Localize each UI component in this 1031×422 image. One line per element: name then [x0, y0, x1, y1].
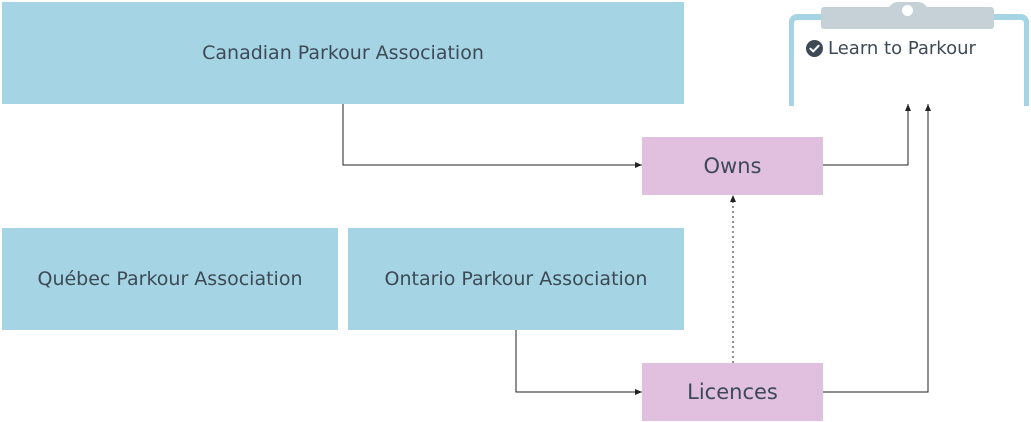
- edge-owns-to-product: [823, 104, 911, 166]
- edge-licences-to-product: [823, 104, 931, 393]
- node-canadian-parkour-association: Canadian Parkour Association: [2, 2, 684, 104]
- node-ontario-parkour-association: Ontario Parkour Association: [348, 228, 684, 330]
- clipboard-product-card: [789, 14, 1029, 106]
- node-licences: Licences: [642, 363, 823, 421]
- edge-canadian-to-owns: [342, 104, 642, 168]
- product-title-text: Learn to Parkour: [828, 38, 976, 59]
- product-title: Learn to Parkour: [806, 38, 976, 59]
- check-circle-icon: [806, 40, 823, 57]
- clipboard-paper: [794, 20, 1024, 106]
- node-quebec-parkour-association: Québec Parkour Association: [2, 228, 338, 330]
- node-owns: Owns: [642, 137, 823, 195]
- clipboard-clip-hole: [902, 5, 913, 16]
- edge-ontario-to-licences: [515, 330, 642, 395]
